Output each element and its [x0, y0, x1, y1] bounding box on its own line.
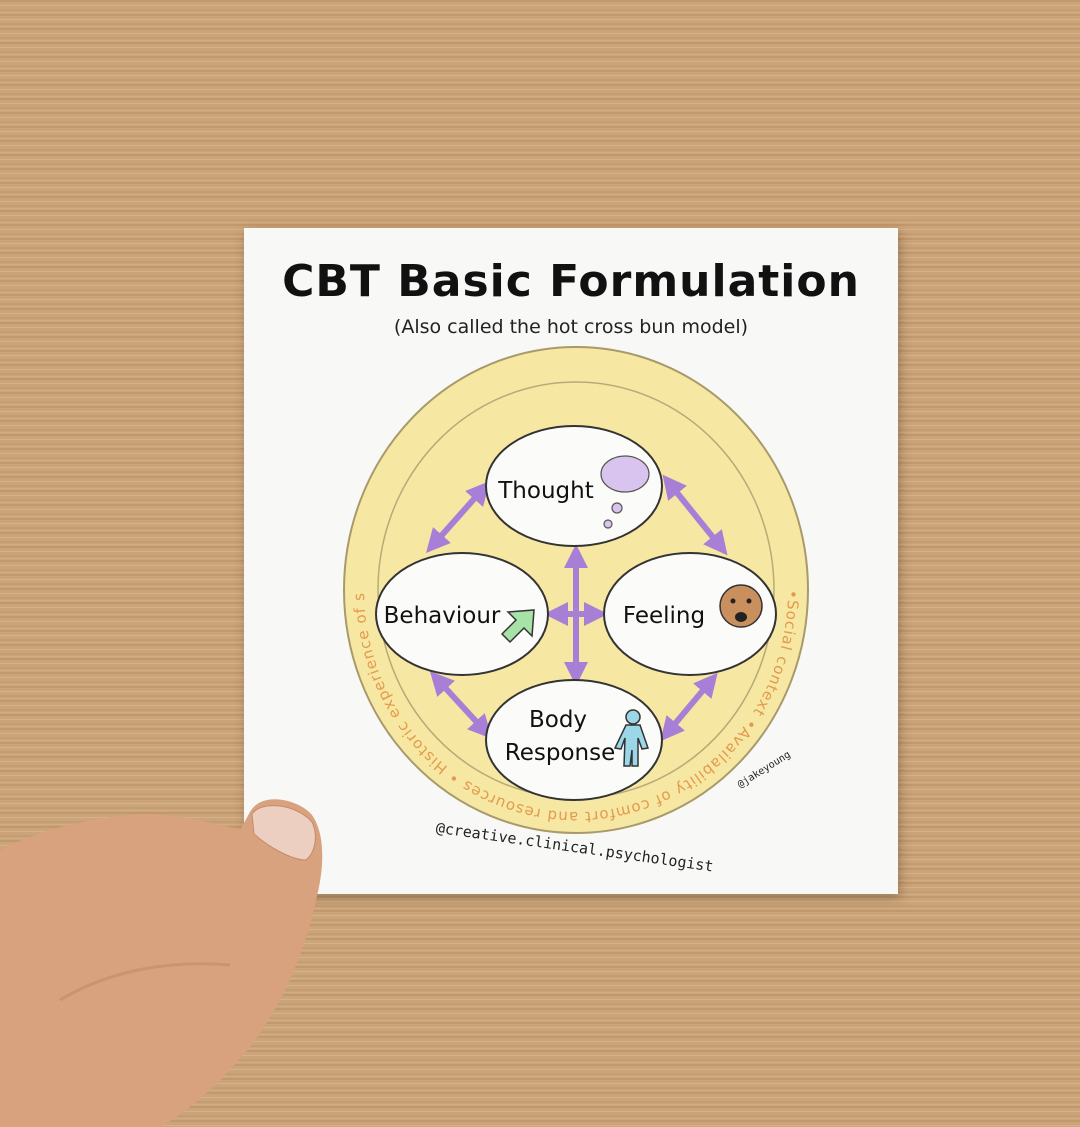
body-figure-icon — [613, 709, 650, 767]
node-body-response: Body Response — [485, 679, 663, 801]
node-behaviour: Behaviour — [375, 552, 549, 676]
arrow-feeling-body — [660, 672, 718, 742]
node-feeling: Feeling — [603, 552, 777, 676]
green-arrow-icon — [500, 609, 535, 644]
feeling-label: Feeling — [623, 603, 705, 629]
formulation-card: CBT Basic Formulation (Also called the h… — [244, 228, 898, 894]
node-thought: Thought — [485, 425, 663, 547]
arrow-thought-behaviour — [426, 481, 490, 553]
arrow-behaviour-body — [429, 671, 493, 739]
four-way-arrow-icon — [544, 544, 608, 686]
arrow-thought-feeling — [662, 474, 728, 556]
crying-face-icon — [719, 584, 763, 628]
behaviour-label: Behaviour — [384, 603, 501, 629]
thought-cloud-icon — [600, 455, 650, 529]
connection-arrows — [426, 474, 728, 742]
body-label-line2: Response — [505, 740, 615, 766]
thought-label: Thought — [497, 478, 593, 504]
card-title: CBT Basic Formulation — [282, 256, 860, 307]
cbt-diagram: •Social context •Availability of comfort… — [244, 228, 809, 875]
body-label-line1: Body — [529, 707, 587, 733]
card-subtitle: (Also called the hot cross bun model) — [393, 316, 749, 338]
